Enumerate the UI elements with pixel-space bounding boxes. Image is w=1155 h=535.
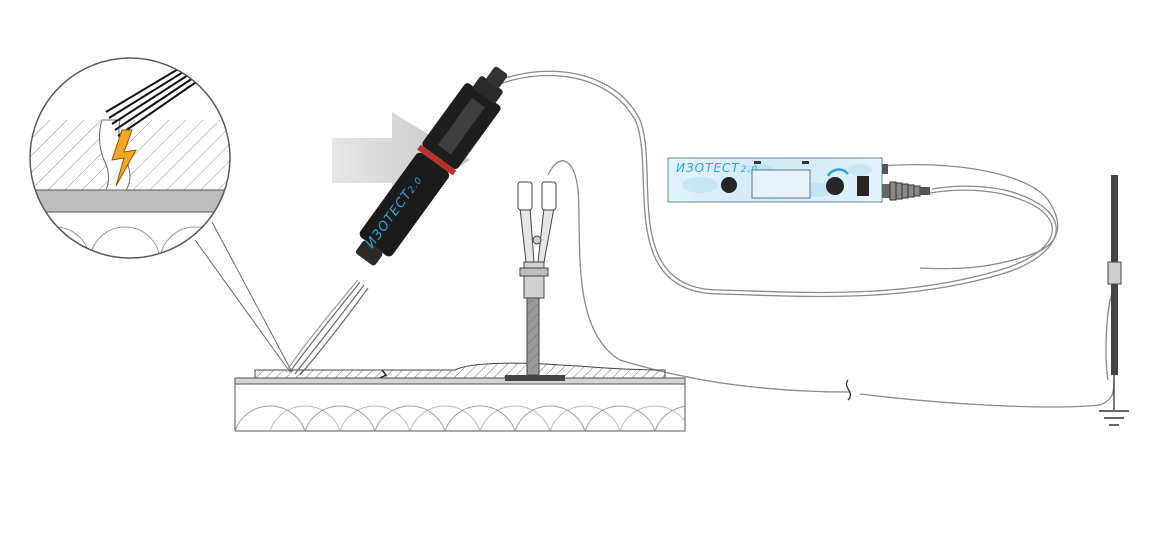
lightning-spark-icon bbox=[111, 129, 137, 187]
test-surface bbox=[234, 362, 686, 432]
ground-symbol-icon bbox=[1099, 410, 1129, 426]
power-switch[interactable] bbox=[857, 176, 869, 196]
magnifier-callout bbox=[29, 57, 293, 373]
ground-clamp bbox=[517, 181, 557, 376]
probe: ИЗОТЕСТ2.0 bbox=[355, 66, 508, 266]
ground-rod bbox=[1107, 175, 1122, 410]
device-button[interactable] bbox=[721, 177, 737, 193]
test-device: ИЗОТЕСТ2.0 bbox=[667, 157, 930, 203]
status-led-left bbox=[754, 161, 761, 164]
brush-wires bbox=[105, 61, 203, 137]
device-brand-label: ИЗОТЕСТ2.0 bbox=[676, 161, 758, 175]
probe-brush-wires bbox=[285, 279, 369, 376]
cable-strain-relief bbox=[882, 181, 930, 201]
voltage-knob[interactable] bbox=[826, 177, 844, 195]
cable-break-mark bbox=[845, 379, 852, 401]
device-display bbox=[751, 169, 811, 199]
direction-arrow bbox=[332, 112, 470, 208]
cables bbox=[469, 70, 1115, 408]
status-led-right bbox=[802, 161, 809, 164]
